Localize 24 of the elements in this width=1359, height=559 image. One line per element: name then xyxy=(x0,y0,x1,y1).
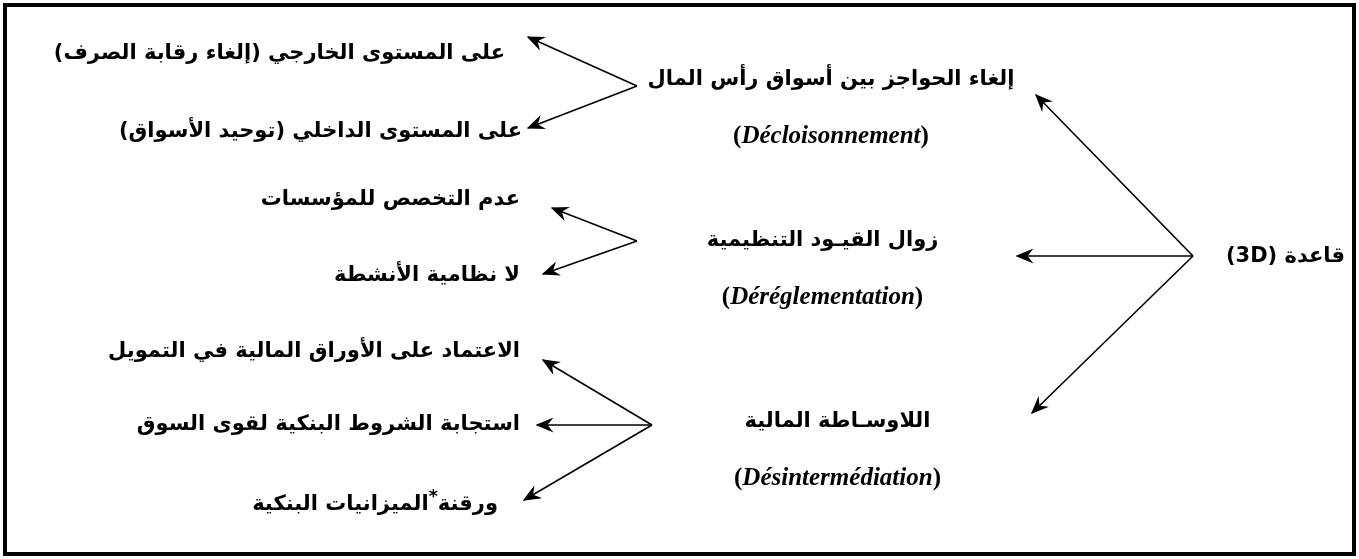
root-label: قاعدة (3D) xyxy=(1225,243,1345,267)
concept-label: إلغاء الحواجز بين أسواق رأس المال xyxy=(647,65,1015,90)
arrow xyxy=(1015,248,1194,264)
arrow xyxy=(550,207,638,242)
arrow xyxy=(535,417,653,433)
arrow xyxy=(1030,255,1194,415)
arrow xyxy=(541,240,638,276)
french-term: (Décloisonnement) xyxy=(733,120,929,149)
item-label: ورقنة$^{*}$الميزانيات البنكية xyxy=(252,485,498,515)
french-term: (Désintermédiation) xyxy=(734,462,941,491)
concept-label: زوال القيـود التنظيمية xyxy=(706,226,939,251)
item-label: على المستوى الخارجي (إلغاء رقابة الصرف) xyxy=(53,40,505,64)
item-label: استجابة الشروط البنكية لقوى السوق xyxy=(136,411,520,435)
item-label: الاعتماد على الأوراق المالية في التمويل xyxy=(108,338,520,362)
concept-label: اللاوسـاطة المالية xyxy=(744,407,931,432)
item-label: على المستوى الداخلي (توحيد الأسواق) xyxy=(119,118,522,142)
arrow xyxy=(526,85,638,130)
item-label: عدم التخصص للمؤسسات xyxy=(260,186,520,210)
arrow xyxy=(541,359,653,426)
arrow xyxy=(522,424,653,501)
arrow xyxy=(526,36,638,87)
french-term: (Déréglementation) xyxy=(721,281,924,310)
item-label: لا نظامية الأنشطة xyxy=(333,262,520,286)
arrow xyxy=(1034,93,1194,257)
